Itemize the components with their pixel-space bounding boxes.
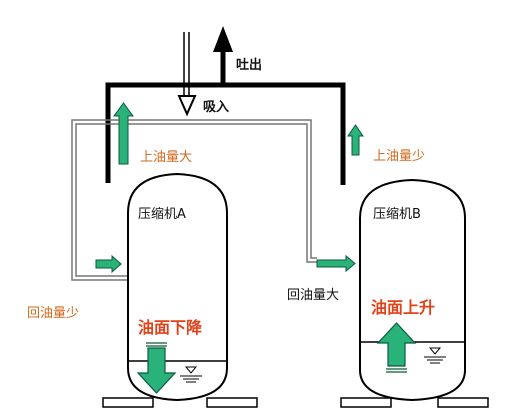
discharge-arrow-icon — [213, 26, 233, 52]
oil-up-a-label: 上油量大 — [140, 150, 192, 165]
suction-inlet — [183, 32, 190, 96]
return-b-label: 回油量大 — [287, 288, 339, 303]
suction-arrow-icon — [177, 95, 197, 117]
level-up-arrow-icon — [376, 322, 417, 373]
oil-level-mark-a — [180, 366, 202, 383]
level-down-arrow-icon — [136, 342, 177, 394]
oil-up-b-label: 上油量少 — [373, 149, 425, 164]
compressor-a-label: 压缩机A — [138, 206, 186, 222]
compressor-a-foot-left — [102, 397, 154, 408]
discharge-label: 吐出 — [236, 57, 262, 73]
compressor-b-label: 压缩机B — [373, 206, 421, 222]
return-a-label: 回油量少 — [27, 306, 79, 321]
return-b-arrow-icon — [316, 254, 356, 273]
level-down-label: 油面下降 — [138, 318, 203, 337]
oil-up-a-arrow-icon — [113, 102, 134, 165]
compressor-a-foot-right — [206, 397, 258, 408]
suction-pipe — [71, 119, 317, 281]
compressor-b-foot-right — [437, 397, 489, 408]
oil-level-mark-b — [424, 347, 446, 364]
compressor-b-foot-left — [340, 397, 392, 408]
compressor-b — [340, 178, 489, 408]
oil-up-b-arrow-icon — [347, 124, 364, 156]
suction-label: 吸入 — [203, 100, 229, 115]
return-a-arrow-icon — [95, 254, 122, 274]
level-up-label: 油面上升 — [371, 298, 435, 317]
